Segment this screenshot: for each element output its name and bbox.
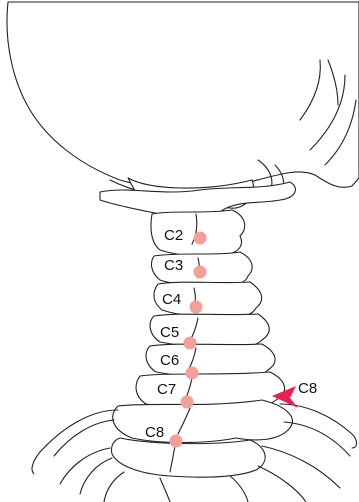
skull (7, 2, 359, 208)
dot-c3 (194, 266, 207, 279)
label-c6: C6 (160, 352, 179, 369)
label-c4: C4 (162, 291, 181, 308)
upper-thoracic-and-ribs (32, 400, 357, 502)
dot-c7 (181, 396, 194, 409)
dot-c5 (184, 337, 197, 350)
label-c2: C2 (164, 227, 183, 244)
dot-c6 (186, 367, 199, 380)
dot-c4 (190, 301, 203, 314)
label-c8: C8 (145, 424, 164, 441)
label-c3: C3 (164, 257, 183, 274)
label-c5: C5 (160, 324, 179, 341)
dot-c8 (170, 435, 183, 448)
label-c7: C7 (157, 381, 176, 398)
dot-c2 (194, 232, 207, 245)
label-c8-arrow: C8 (298, 380, 317, 397)
